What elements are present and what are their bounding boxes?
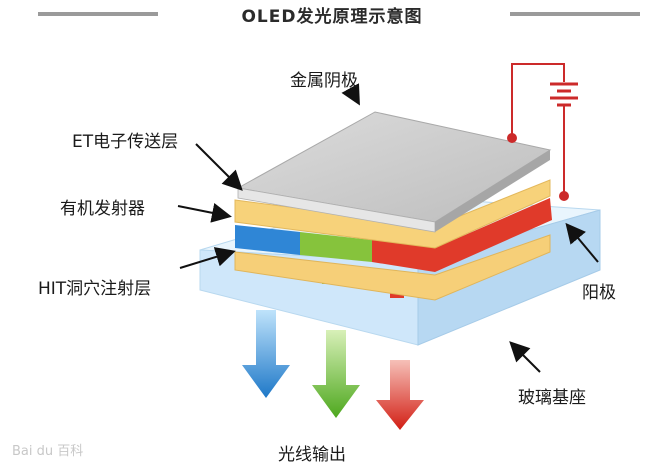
diagram-title: OLED发光原理示意图 (241, 7, 423, 27)
label-hit-layer: HIT洞穴注射层 (38, 279, 152, 299)
emitter-layer (235, 198, 552, 272)
pointer-cathode (341, 83, 360, 106)
label-anode: 阳极 (582, 283, 616, 303)
watermark-logo: Bai du 百科 (12, 444, 84, 459)
label-light-output: 光线输出 (278, 445, 346, 465)
label-emitter: 有机发射器 (60, 199, 145, 219)
pointer-hit (179, 247, 236, 269)
label-glass-base: 玻璃基座 (518, 388, 586, 408)
label-et-layer: ET电子传送层 (72, 132, 179, 152)
title-rule-right (510, 12, 640, 16)
label-cathode: 金属阴极 (290, 71, 358, 91)
arrow-blue-icon (242, 310, 290, 398)
anode-terminal (559, 191, 569, 201)
circuit (511, 63, 565, 196)
pointer-et (195, 143, 243, 191)
hit-layer (234, 234, 551, 301)
pointer-glass (509, 341, 541, 373)
pointer-emitter (177, 203, 232, 223)
cathode-terminal (507, 133, 517, 143)
metal-cathode (236, 111, 552, 233)
arrow-green-icon (312, 330, 360, 418)
pointer-anode (565, 222, 599, 263)
arrow-red-icon (376, 360, 424, 430)
battery-icon (550, 82, 578, 107)
title-rule-left (38, 12, 158, 16)
pointer-lines (177, 83, 599, 373)
